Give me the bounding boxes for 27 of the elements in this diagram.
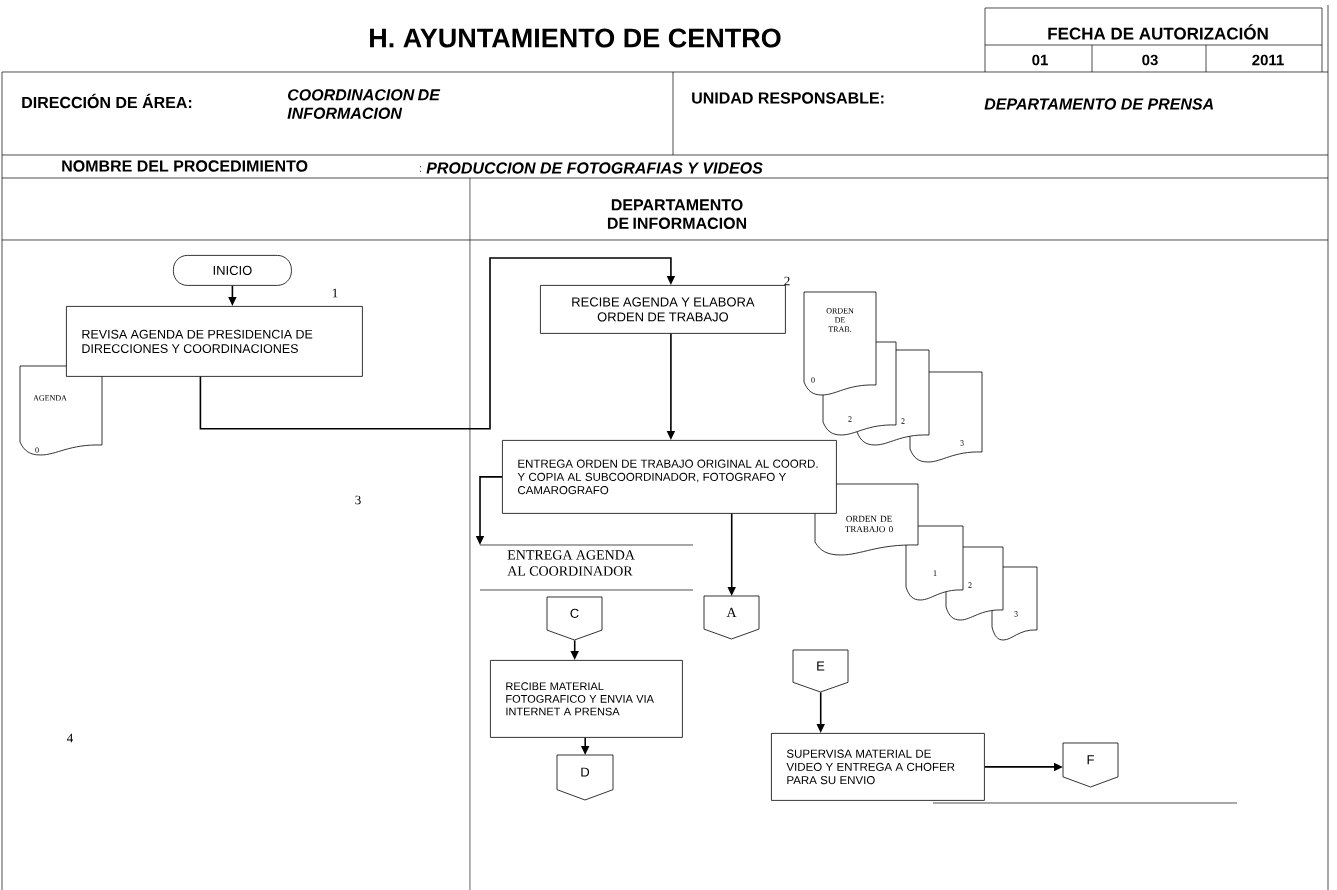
process-box: ENTREGA ORDEN DE TRABAJO ORIGINAL AL COORD. Y COPIA AL SUBCOORDINADOR, FOTOGRAFO Y CAMAROGRAFO — [502, 440, 837, 514]
separator-colon: : — [420, 166, 422, 172]
title: H. AYUNTAMIENTO DE CENTRO — [370, 28, 781, 48]
offpage-connector: E — [792, 649, 849, 693]
date-cell: 03 — [1142, 54, 1158, 66]
annotation-lines: ENTREGA AGENDA AL COORDINADOR — [479, 544, 694, 591]
field-value: COORDINACION DE INFORMACION — [287, 89, 441, 119]
header-label: FECHA DE AUTORIZACIÓN — [1048, 24, 1268, 40]
step-number: 2 — [784, 276, 790, 286]
date-cell: 01 — [1032, 54, 1048, 66]
process-box: RECIBE MATERIAL FOTOGRAFICO Y ENVIA VIA INTERNET A PRENSA — [490, 660, 683, 738]
arrow — [199, 257, 676, 430]
field-value: PRODUCCION DE FOTOGRAFIAS Y VIDEOS — [426, 162, 763, 174]
process-box: RECIBE AGENDA Y ELABORA ORDEN DE TRABAJO — [540, 285, 786, 334]
process-box: SUPERVISA MATERIAL DE VIDEO Y ENTREGA A CHOFER PARA SU ENVIO — [771, 733, 985, 801]
header-label: DIRECCIÓN DE ÁREA: — [22, 93, 192, 109]
step-number: 3 — [355, 495, 361, 505]
column-header: DEPARTAMENTO DE INFORMACION — [607, 199, 747, 229]
step-number: 4 — [67, 733, 74, 743]
header-label: NOMBRE DEL PROCEDIMIENTO — [62, 160, 308, 172]
offpage-connector: C — [546, 596, 603, 641]
offpage-connector: F — [1062, 742, 1119, 788]
offpage-connector: D — [556, 754, 614, 801]
date-cell: 2011 — [1252, 54, 1284, 66]
field-value: DEPARTAMENTO DE PRENSA — [984, 98, 1213, 110]
header-label: UNIDAD RESPONSABLE: — [692, 92, 884, 104]
offpage-connector: A — [703, 595, 760, 640]
